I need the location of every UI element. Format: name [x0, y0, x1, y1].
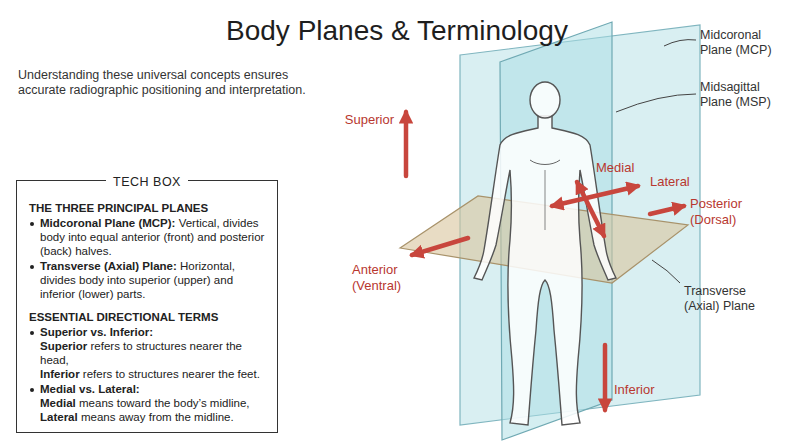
term-heading: Midcoronal Plane (MCP):	[40, 217, 175, 229]
term-text: refers to structures nearer the feet.	[83, 368, 260, 380]
plane-callout: Transverse (Axial) Plane	[684, 284, 784, 314]
direction-label: Superior	[330, 112, 394, 128]
diagram-title: Body Planes & Terminology	[0, 14, 794, 48]
text-row: ESSENTIAL DIRECTIONAL TERMS	[29, 310, 267, 324]
bullet-dot	[30, 222, 34, 226]
plane-callout: Midcoronal Plane (MCP)	[700, 28, 788, 58]
term-heading: Inferior	[40, 368, 80, 380]
direction-label: Lateral	[650, 174, 700, 190]
term-text: means toward the body’s midline,	[79, 397, 249, 409]
term-heading: Superior	[40, 340, 87, 352]
bullet-item: Transverse (Axial) Plane:Horizontal, div…	[29, 259, 267, 301]
direction-arrows	[406, 112, 684, 410]
term-heading: Medial	[40, 397, 76, 409]
bullet-item: Midcoronal Plane (MCP):Vertical, divides…	[29, 216, 267, 258]
term-text: means away from the midline.	[81, 411, 234, 423]
direction-label: Anterior (Ventral)	[352, 262, 422, 293]
direction-label: Posterior (Dorsal)	[690, 196, 786, 227]
human-figure	[474, 82, 616, 425]
direction-label: Inferior	[614, 382, 674, 398]
text-row: Medialmeans toward the body’s midline,	[29, 396, 267, 410]
bullet-dot	[30, 265, 34, 269]
text-row: Lateralmeans away from the midline.	[29, 410, 267, 424]
term-heading: Medial vs. Lateral:	[40, 383, 140, 395]
bullet-item: Superior vs. Inferior:	[29, 325, 267, 339]
plane-callout: Midsagittal Plane (MSP)	[700, 80, 788, 110]
term-heading: THE THREE PRINCIPAL PLANES	[29, 202, 208, 214]
text-row: THE THREE PRINCIPAL PLANES	[29, 201, 267, 215]
text-row: Inferiorrefers to structures nearer the …	[29, 367, 267, 381]
bullet-dot	[30, 388, 34, 392]
bullet-item: Medial vs. Lateral:	[29, 382, 267, 396]
term-heading: ESSENTIAL DIRECTIONAL TERMS	[29, 311, 218, 323]
tech-box: TECH BOXTHE THREE PRINCIPAL PLANESMidcor…	[16, 180, 278, 433]
term-heading: Lateral	[40, 411, 78, 423]
term-heading: Superior vs. Inferior:	[40, 326, 153, 338]
text-row: Superiorrefers to structures nearer the …	[29, 339, 267, 367]
bullet-dot	[30, 331, 34, 335]
subtitle-note: Understanding these universal concepts e…	[18, 68, 338, 98]
term-heading: Transverse (Axial) Plane:	[40, 260, 177, 272]
box-heading: TECH BOX	[106, 175, 188, 189]
direction-label: Medial	[596, 160, 646, 176]
